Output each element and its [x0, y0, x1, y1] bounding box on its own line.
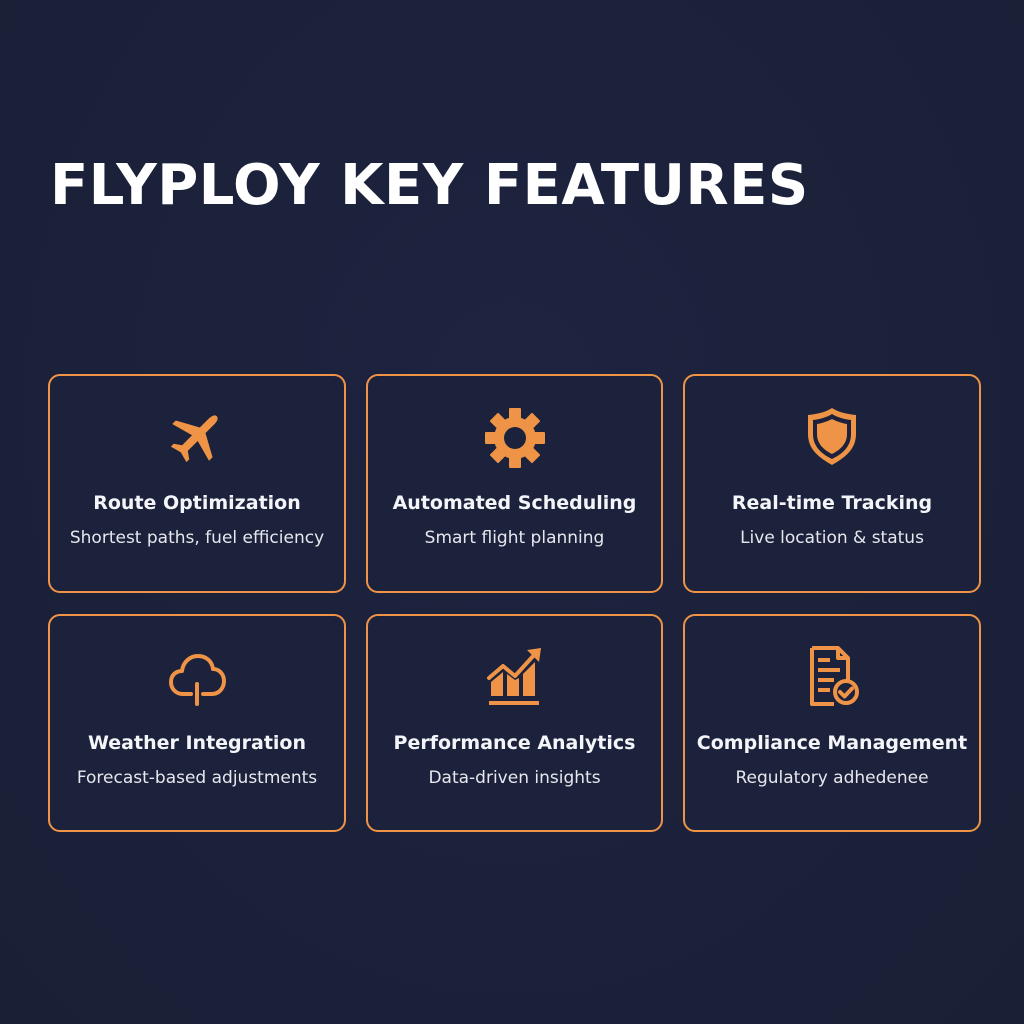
feature-description: Forecast-based adjustments	[76, 768, 318, 788]
feature-title: Automated Scheduling	[392, 492, 637, 514]
feature-title: Real-time Tracking	[731, 492, 933, 514]
feature-card-automated-scheduling[interactable]: Automated Scheduling Smart flight planni…	[366, 374, 663, 593]
feature-card-real-time-tracking[interactable]: Real-time Tracking Live location & statu…	[683, 374, 981, 593]
feature-description: Smart flight planning	[424, 528, 605, 548]
cloud-icon	[165, 644, 229, 708]
feature-card-route-optimization[interactable]: Route Optimization Shortest paths, fuel …	[48, 374, 346, 593]
document-check-icon	[800, 644, 864, 708]
feature-description: Data-driven insights	[428, 768, 601, 788]
feature-title: Compliance Management	[696, 732, 968, 754]
page-title: FLYPLOY KEY FEATURES	[50, 153, 809, 218]
feature-title: Route Optimization	[93, 492, 301, 514]
feature-card-weather-integration[interactable]: Weather Integration Forecast-based adjus…	[48, 614, 346, 832]
feature-title: Performance Analytics	[393, 732, 636, 754]
feature-description: Live location & status	[740, 528, 924, 548]
feature-card-performance-analytics[interactable]: Performance Analytics Data-driven insigh…	[366, 614, 663, 832]
feature-title: Weather Integration	[88, 732, 306, 754]
features-grid: Route Optimization Shortest paths, fuel …	[48, 374, 981, 832]
feature-description: Shortest paths, fuel efficiency	[69, 528, 325, 548]
shield-icon	[800, 404, 864, 468]
airplane-icon	[165, 404, 229, 468]
gear-icon	[483, 404, 547, 468]
chart-growth-icon	[483, 644, 547, 708]
feature-card-compliance-management[interactable]: Compliance Management Regulatory adheden…	[683, 614, 981, 832]
feature-description: Regulatory adhedenee	[735, 768, 929, 788]
